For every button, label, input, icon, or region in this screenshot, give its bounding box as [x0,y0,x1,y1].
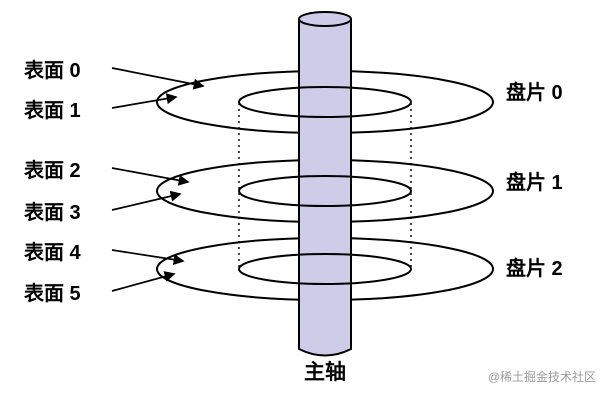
surface-label-1: 表面 1 [24,98,81,122]
spindle-shaft [298,19,352,357]
surface-3-arrow [111,190,182,211]
spindle-label: 主轴 [304,360,346,384]
surface-5-arrow [111,271,176,292]
surface-1-arrow [111,93,178,109]
surface-2-arrow [111,167,190,186]
surface-4-arrow [111,249,185,266]
platter-1-hole [238,175,412,207]
platter-0-hole [238,86,412,118]
watermark-text: @稀土掘金技术社区 [488,369,596,384]
surface-label-5: 表面 5 [24,281,81,305]
platter-label-0: 盘片 0 [506,80,563,104]
surface-label-4: 表面 4 [24,240,82,264]
surface-label-2: 表面 2 [24,158,81,182]
surface-0-arrow [111,67,205,90]
platter-label-1: 盘片 1 [506,170,563,194]
surface-label-3: 表面 3 [24,200,81,224]
surface-label-0: 表面 0 [24,58,81,82]
platter-2-hole [238,253,412,285]
spindle-top-cap [298,11,352,27]
platter-label-2: 盘片 2 [506,256,563,280]
